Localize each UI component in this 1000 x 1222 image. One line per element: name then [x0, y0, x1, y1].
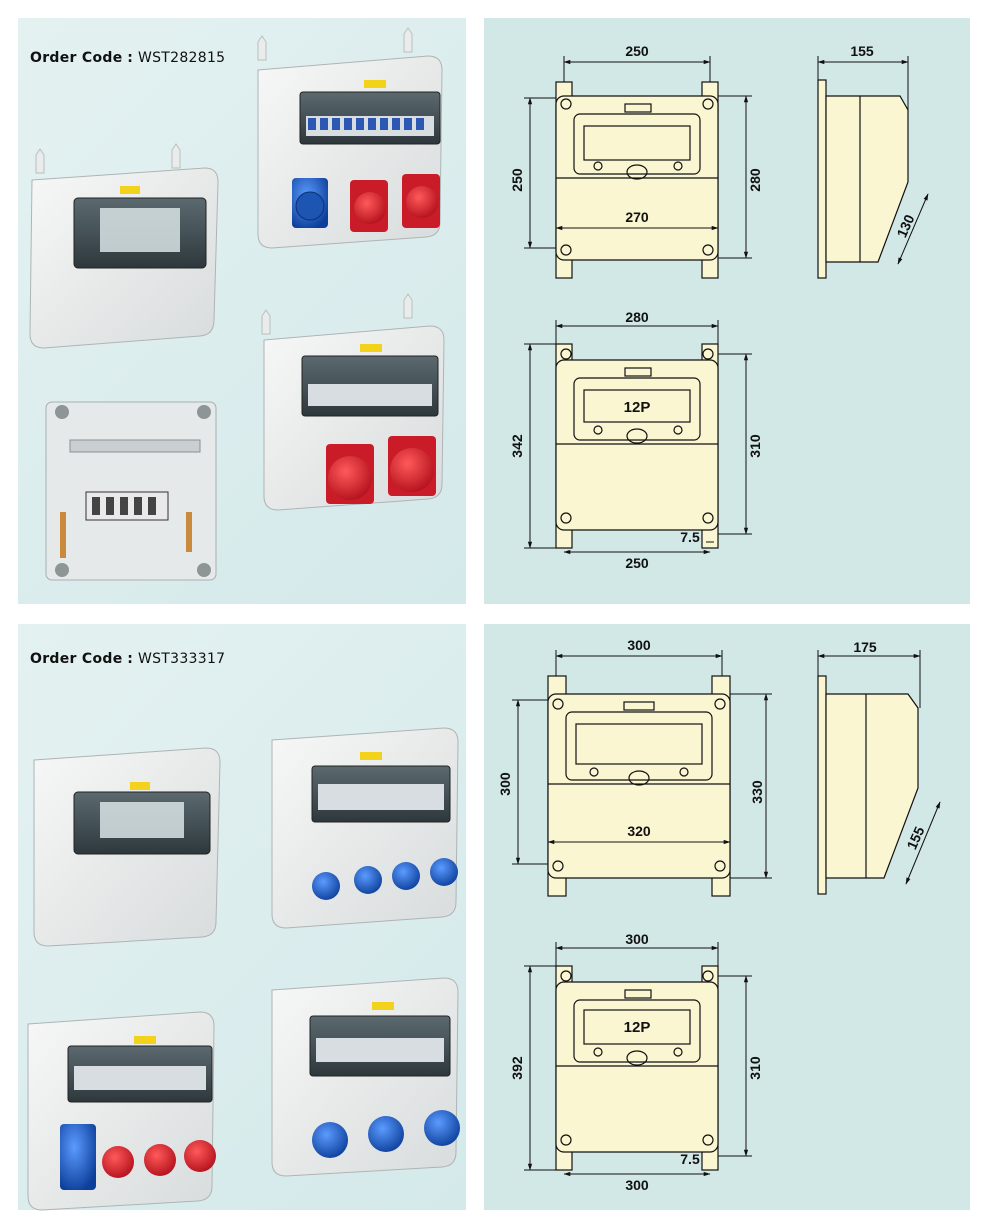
enclosure-photo-empty	[29, 143, 219, 349]
dim-depth-2: 175	[853, 639, 877, 655]
enclosure-photo-empty-2	[33, 747, 221, 947]
dim-total-height-2b: 392	[509, 1056, 525, 1080]
dim-mount-width-b: 250	[625, 555, 649, 571]
dim-mount-width-2: 320	[627, 823, 651, 839]
dim-mount-height: 310	[747, 434, 763, 458]
enclosure-photo-3-blue-sockets	[271, 977, 460, 1177]
dimension-lines-2a	[512, 650, 772, 879]
order-code-1: Order Code : WST282815	[30, 50, 226, 66]
front-view-12p-drawing-2	[555, 965, 719, 1171]
dim-hole: 7.5	[680, 529, 700, 545]
breaker-row-icon	[306, 116, 434, 136]
circuit-label-12p-2: 12P	[624, 1019, 651, 1036]
dim-hole-2: 7.5	[680, 1151, 700, 1167]
enclosure-photo-4-blue-sockets	[271, 727, 459, 929]
dim-mount-height-2: 310	[747, 1056, 763, 1080]
side-view-drawing-2	[817, 675, 919, 895]
circuit-label-12p: 12P	[624, 399, 651, 416]
enclosure-photo-3-sockets	[257, 27, 443, 249]
dimension-lines-2b	[817, 650, 941, 885]
dim-door-angle-2: 155	[903, 824, 927, 852]
dim-mount-width: 270	[625, 209, 649, 225]
dim-width-2: 300	[627, 637, 651, 653]
side-view-drawing-1	[817, 79, 909, 279]
dimension-lines-1a	[524, 56, 752, 259]
order-code-2: Order Code : WST333317	[30, 651, 226, 667]
dim-depth: 155	[850, 43, 874, 59]
dim-door-angle: 130	[893, 212, 917, 240]
socket-icon	[292, 174, 440, 232]
warning-label-icon	[120, 186, 140, 194]
dimension-lines-1c	[524, 320, 752, 555]
dim-total-height-2: 330	[749, 780, 765, 804]
front-view-drawing-2	[547, 675, 731, 897]
front-view-12p-drawing-1	[555, 343, 719, 549]
dim-total-width-2: 300	[625, 931, 649, 947]
dim-mount-width-2b: 300	[625, 1177, 649, 1193]
dimension-lines-2c	[524, 942, 752, 1177]
dim-width: 250	[625, 43, 649, 59]
enclosure-photo-interior	[45, 401, 217, 581]
dim-height: 250	[509, 168, 525, 192]
enclosure-photo-mixed-sockets	[27, 1011, 216, 1211]
dim-total-height-b: 342	[509, 434, 525, 458]
dim-total-height: 280	[747, 168, 763, 192]
enclosure-photo-2-sockets	[261, 293, 445, 511]
dim-total-width: 280	[625, 309, 649, 325]
front-view-drawing-1	[555, 81, 719, 279]
dimension-lines-1b	[817, 56, 929, 265]
dim-height-2: 300	[497, 772, 513, 796]
